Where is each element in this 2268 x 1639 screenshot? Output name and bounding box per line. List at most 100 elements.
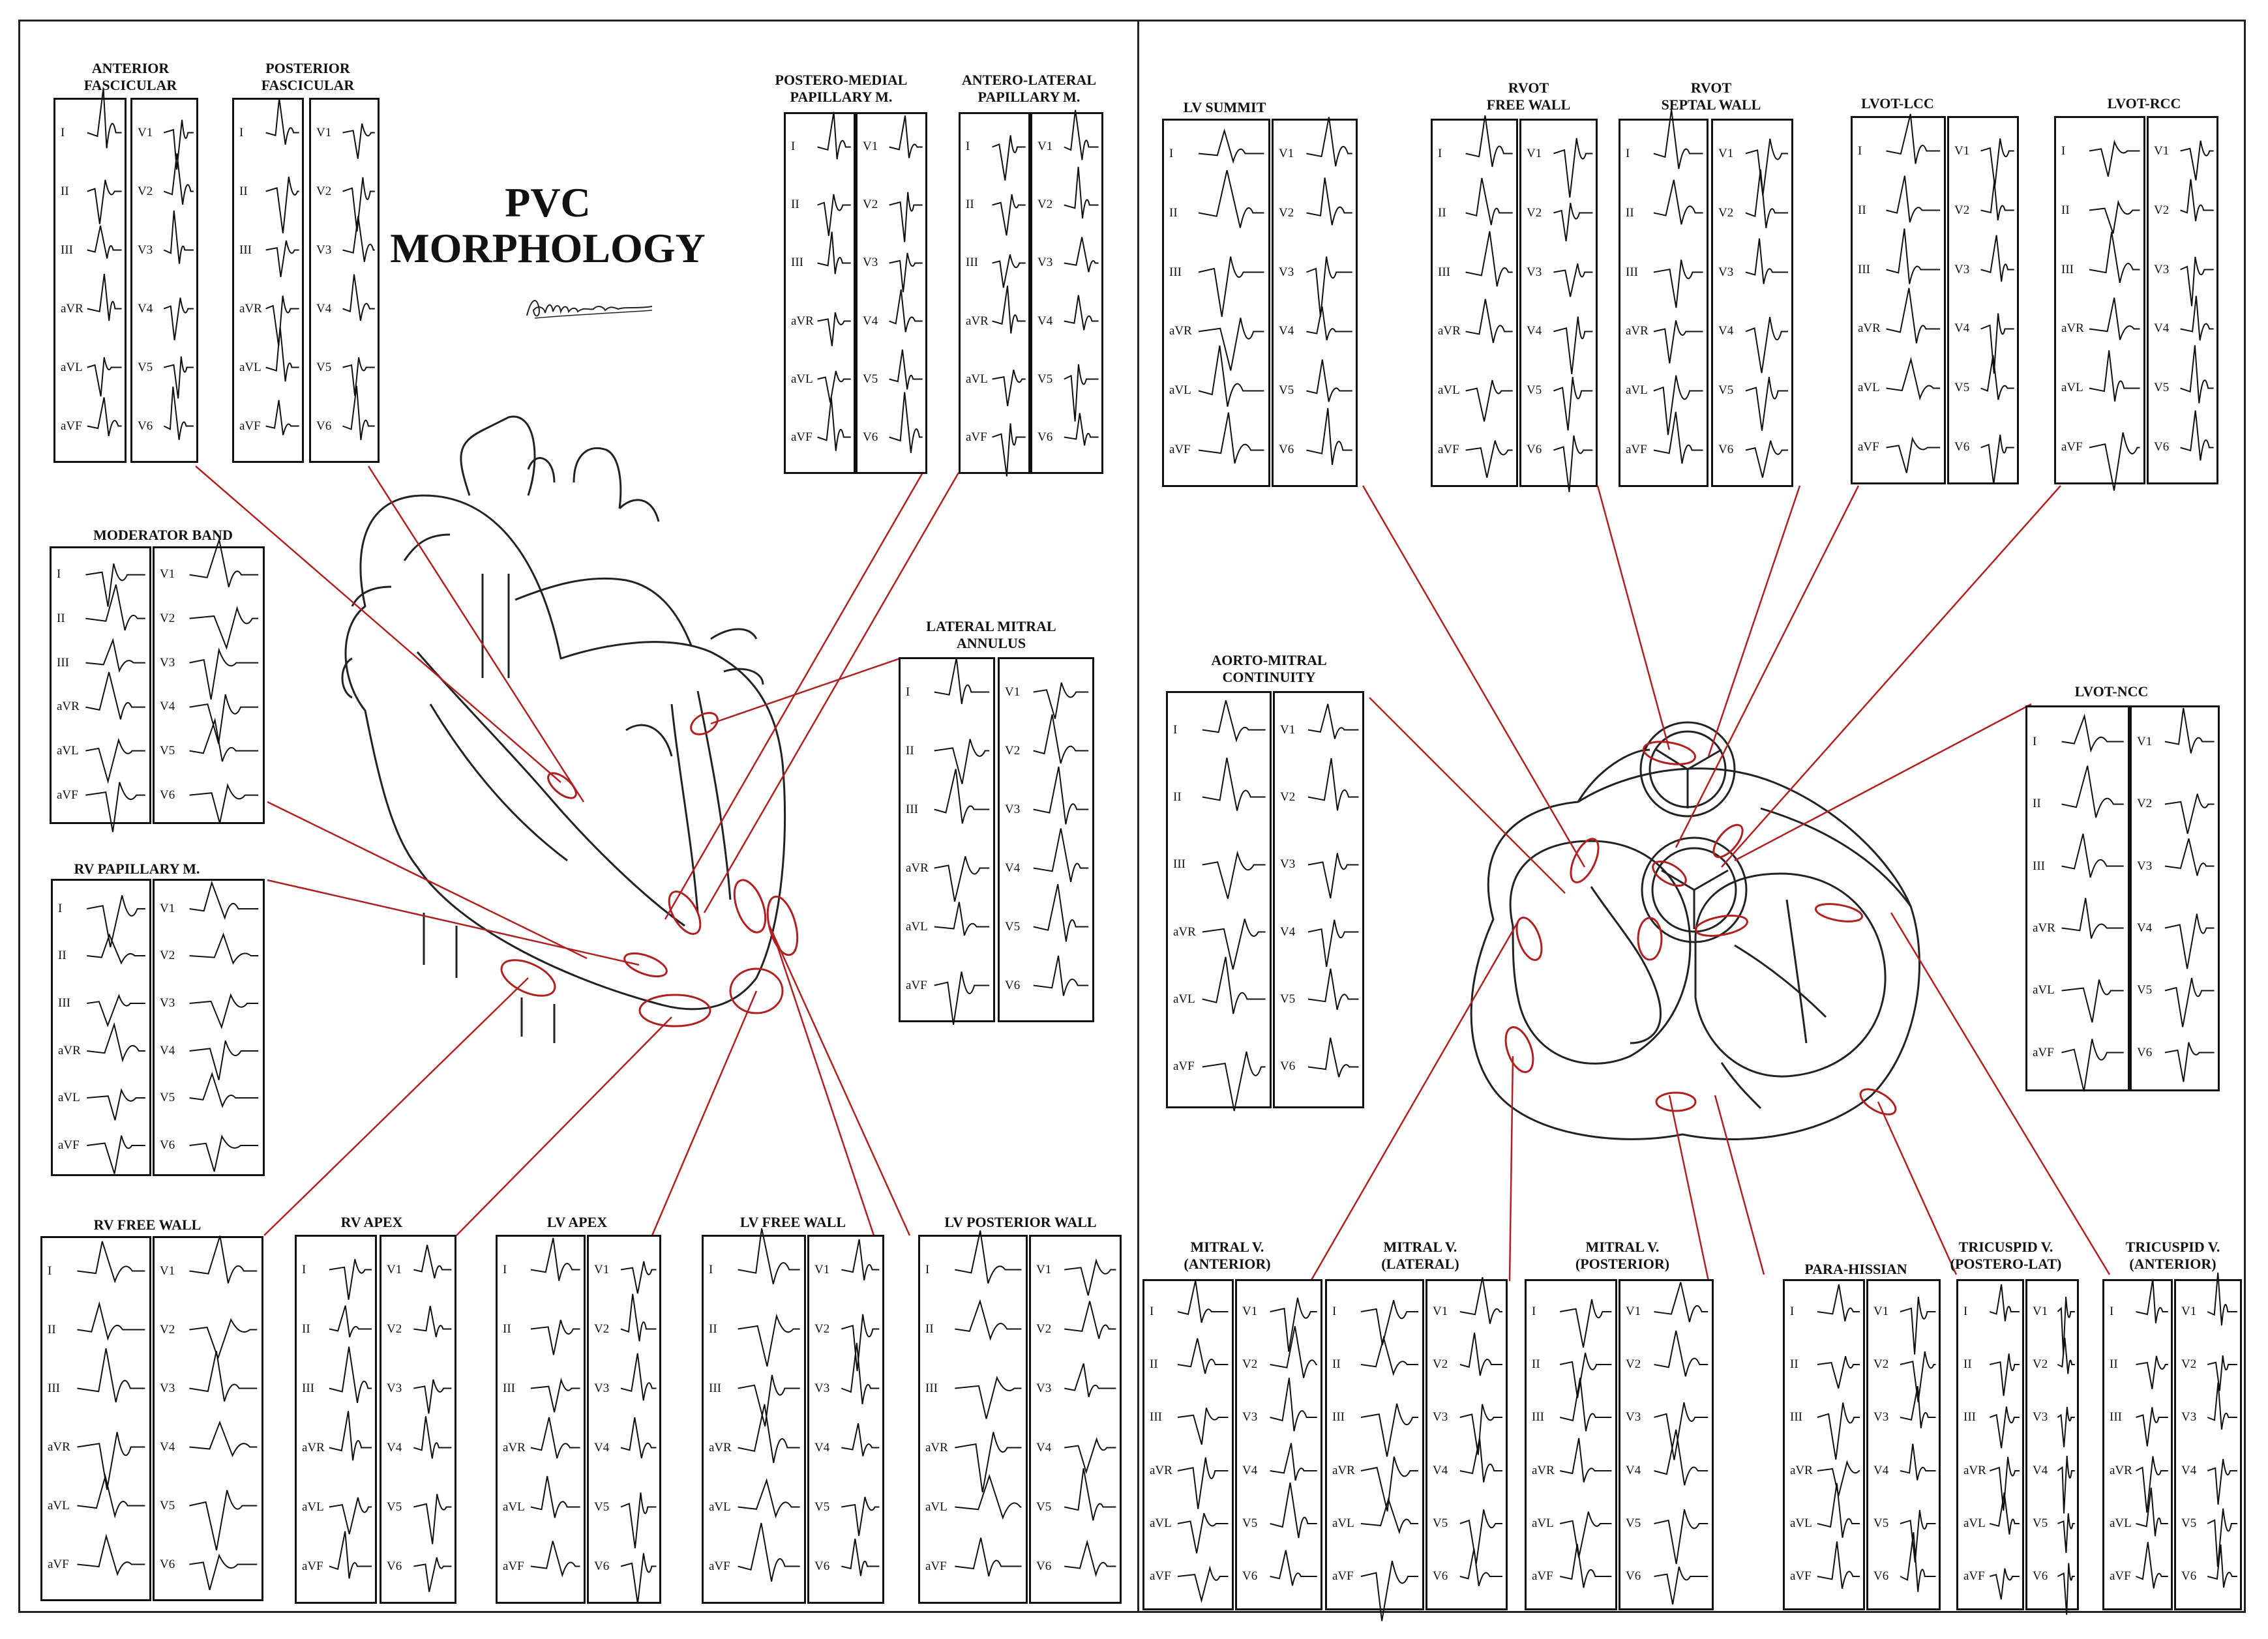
lead-label-v4: V4	[1954, 321, 1970, 336]
lead-label-v2: V2	[160, 949, 175, 963]
lead-label-v4: V4	[160, 1440, 175, 1454]
ecg-trace-ii	[1817, 1355, 1860, 1389]
ecg-trace-v1	[620, 1261, 657, 1294]
ecg-trace-avf	[85, 782, 145, 833]
ecg-trace-v1	[841, 1239, 880, 1281]
ecg-trace-avf	[2089, 432, 2140, 491]
mitral-v-lateral-label: MITRAL V. (LATERAL)	[1381, 1239, 1459, 1272]
ecg-trace-avr	[1177, 1456, 1229, 1509]
lead-label-i: I	[58, 901, 63, 915]
ecg-trace-avf	[1177, 1565, 1229, 1604]
lead-label-avl: aVL	[2061, 381, 2083, 395]
ecg-trace-v2	[163, 153, 194, 205]
lead-label-ii: II	[57, 612, 65, 626]
ecg-trace-avr	[77, 1432, 145, 1490]
lead-label-v4: V4	[1037, 314, 1053, 328]
ecg-trace-iii	[1653, 259, 1703, 308]
lead-label-v1: V1	[387, 1262, 402, 1277]
lead-label-avl: aVL	[57, 744, 79, 758]
lead-label-v5: V5	[1279, 383, 1294, 398]
ecg-trace-v1	[1654, 1281, 1708, 1322]
ecg-trace-iii	[530, 1378, 580, 1413]
ecg-trace-v4	[2164, 913, 2215, 969]
ecg-trace-v5	[1745, 376, 1788, 431]
ecg-trace-avf	[329, 1531, 372, 1579]
lead-label-avl: aVL	[925, 1499, 947, 1514]
ecg-trace-ii	[87, 933, 145, 965]
lead-label-v1: V1	[2181, 1304, 2197, 1318]
lead-label-v4: V4	[1280, 924, 1296, 939]
tricuspid-v-anterior-label: TRICUSPID V. (ANTERIOR)	[2125, 1239, 2220, 1272]
lead-label-avl: aVL	[2033, 983, 2055, 997]
ecg-trace-avl	[265, 327, 299, 382]
ecg-trace-v2	[1980, 181, 2014, 221]
lead-label-v5: V5	[2154, 381, 2170, 395]
ecg-trace-v5	[1654, 1509, 1708, 1565]
lead-label-avf: aVF	[2110, 1569, 2131, 1584]
ecg-trace-v4	[1459, 1438, 1502, 1483]
ecg-trace-v3	[841, 1343, 880, 1405]
lead-label-v3: V3	[1280, 857, 1296, 872]
lead-label-v3: V3	[1626, 1410, 1641, 1425]
lead-label-v1: V1	[2033, 1304, 2048, 1318]
lead-label-avf: aVF	[61, 419, 82, 433]
lead-label-avr: aVR	[791, 314, 814, 328]
lead-label-iii: III	[2033, 859, 2045, 873]
ecg-trace-avl	[1198, 345, 1264, 407]
ecg-trace-ii	[1198, 170, 1264, 228]
ecg-trace-v1	[2164, 708, 2215, 754]
lead-label-iii: III	[1858, 262, 1870, 276]
ecg-trace-v5	[189, 718, 259, 762]
ecg-trace-i	[1202, 700, 1266, 743]
lead-label-v1: V1	[1037, 140, 1053, 154]
lead-label-v6: V6	[1873, 1569, 1889, 1584]
lead-label-v2: V2	[160, 1322, 175, 1336]
ecg-trace-v4	[1654, 1429, 1708, 1485]
ecg-trace-iii	[955, 1376, 1022, 1419]
lead-label-ii: II	[709, 1322, 717, 1336]
ecg-trace-v4	[1553, 316, 1593, 374]
ecg-trace-ii	[87, 179, 122, 224]
lead-label-avr: aVR	[1963, 1463, 1986, 1477]
ecg-trace-v2	[1033, 714, 1089, 764]
lead-label-v3: V3	[1037, 256, 1053, 270]
lead-label-iii: III	[1332, 1410, 1345, 1425]
ecg-trace-v5	[1980, 355, 2014, 400]
lead-label-v5: V5	[1626, 1516, 1641, 1530]
ecg-trace-avl	[992, 370, 1026, 407]
ecg-trace-v5	[189, 1490, 258, 1551]
ecg-trace-iii	[992, 254, 1026, 288]
ecg-trace-ii	[1465, 178, 1513, 226]
lead-label-v2: V2	[2181, 1357, 2197, 1371]
ecg-trace-v6	[1654, 1566, 1708, 1605]
ecg-trace-v5	[1033, 883, 1089, 942]
lead-label-i: I	[1858, 143, 1862, 158]
ecg-trace-v4	[163, 297, 194, 341]
ecg-trace-avf	[2136, 1542, 2168, 1589]
ecg-trace-v4	[2180, 295, 2214, 341]
lead-label-v1: V1	[1005, 685, 1021, 699]
ecg-trace-v5	[1553, 376, 1593, 431]
lead-label-v1: V1	[1280, 722, 1296, 737]
lead-label-avr: aVR	[503, 1440, 526, 1454]
ecg-trace-v3	[889, 252, 923, 293]
lead-label-avr: aVR	[1626, 324, 1649, 338]
lead-label-v3: V3	[863, 256, 878, 270]
lead-label-iii: III	[1150, 1410, 1162, 1425]
lead-label-ii: II	[1173, 790, 1182, 804]
ecg-trace-avr	[1886, 288, 1941, 344]
ecg-trace-avr	[992, 286, 1026, 334]
ecg-trace-i	[1465, 115, 1513, 168]
ecg-trace-v2	[1307, 758, 1359, 811]
ecg-trace-v4	[342, 274, 375, 321]
lead-label-ii: II	[906, 743, 914, 758]
ecg-trace-v5	[2180, 345, 2214, 404]
lead-label-avr: aVR	[1150, 1463, 1172, 1477]
lead-label-iii: III	[1963, 1410, 1976, 1425]
ecg-trace-avl	[87, 357, 122, 397]
